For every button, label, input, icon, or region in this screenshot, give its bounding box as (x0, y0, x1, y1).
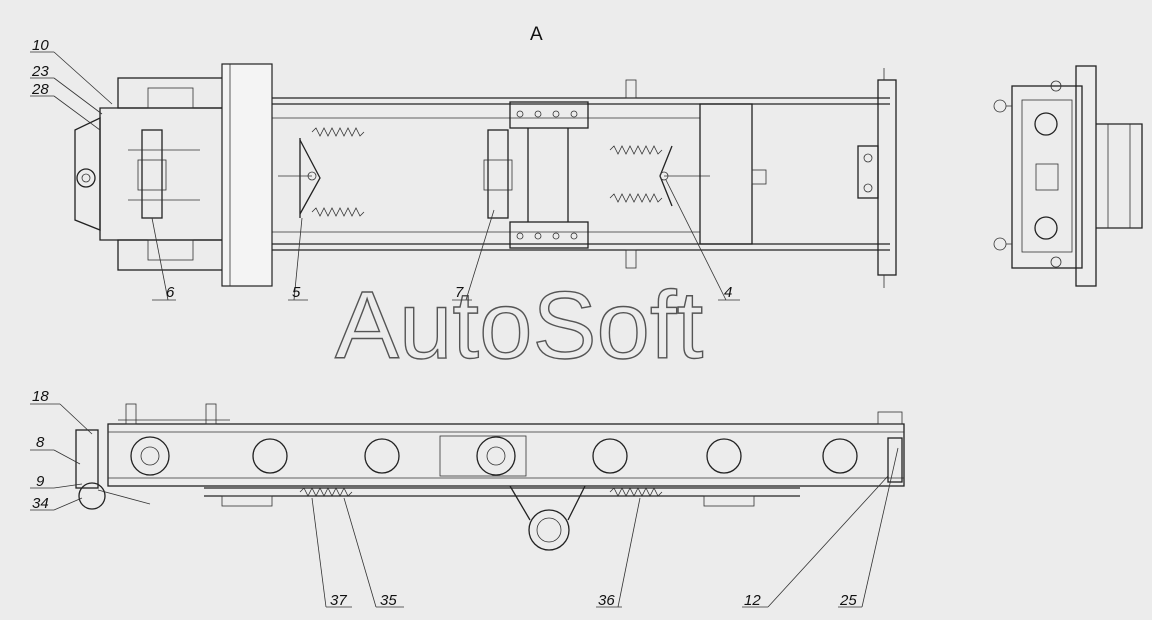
callout-28: 28 (31, 81, 49, 98)
callout-34: 34 (32, 495, 49, 512)
callout-12: 12 (744, 592, 761, 609)
view-label: A (530, 24, 543, 45)
callout-23: 23 (31, 63, 49, 80)
callout-37: 37 (330, 592, 347, 609)
leader-lines (30, 51, 899, 608)
callout-10: 10 (32, 37, 49, 54)
front-view (75, 403, 905, 551)
callout-35: 35 (380, 592, 397, 609)
end-view (993, 65, 1143, 287)
callout-5: 5 (292, 284, 301, 301)
callout-36: 36 (598, 592, 615, 609)
top-view (74, 63, 897, 288)
callout-4: 4 (724, 284, 732, 301)
callout-7: 7 (455, 284, 464, 301)
callouts: 10 23 28 6 5 7 4 18 8 9 34 37 35 36 12 2… (31, 37, 857, 609)
watermark-text: AutoSoft (335, 272, 703, 379)
callout-18: 18 (32, 388, 49, 405)
callout-9: 9 (36, 473, 45, 490)
callout-8: 8 (36, 434, 45, 451)
callout-25: 25 (839, 592, 857, 609)
callout-6: 6 (166, 284, 175, 301)
